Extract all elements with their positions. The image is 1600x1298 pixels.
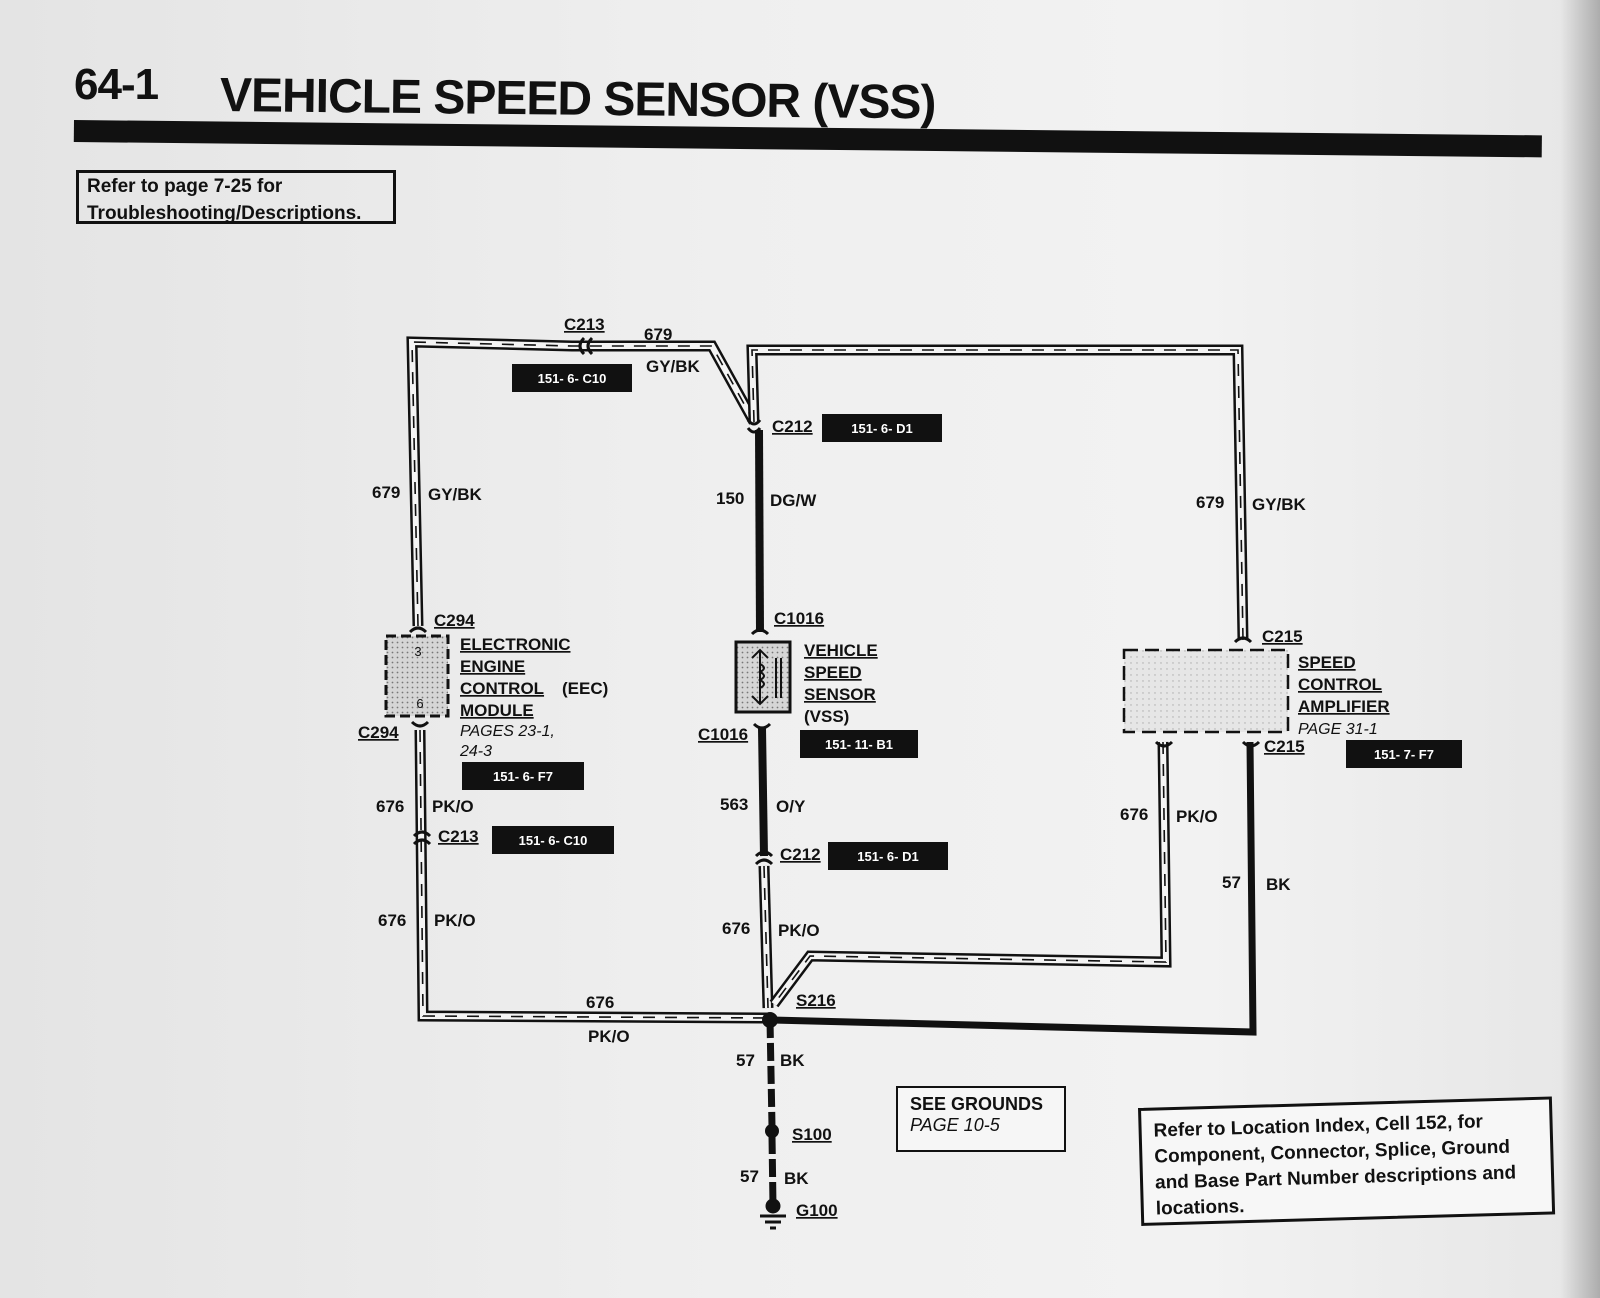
wire-676-vss [758, 865, 774, 1009]
wire-679-top-color: GY/BK [646, 357, 701, 376]
connector-c294-top: C294 [434, 611, 475, 630]
wire-679-right-loop [746, 344, 1249, 641]
c215-top-symbol [1233, 636, 1253, 644]
connector-c212-bottom: C212 [780, 845, 821, 864]
page-edge-shadow [1560, 0, 1600, 1298]
vss-label-line2: SPEED [804, 663, 862, 682]
wire-676-a-color: PK/O [432, 797, 474, 816]
tag-c212-top: 151- 6- D1 [851, 421, 912, 436]
splice-s100: S100 [792, 1125, 832, 1144]
wire-676-right-number: 676 [1120, 805, 1148, 824]
connector-c213-top: C213 [564, 315, 605, 334]
connector-c215-bottom: C215 [1264, 737, 1305, 756]
eec-label-line2: ENGINE [460, 657, 525, 676]
refer-line-2: Troubleshooting/Descriptions. [87, 203, 362, 224]
eec-label-line3: CONTROL [460, 679, 544, 698]
wire-563-oy [758, 727, 768, 857]
wire-679-left-loop [406, 336, 759, 627]
eec-label-line4: MODULE [460, 701, 534, 720]
wire-563-color: O/Y [776, 797, 806, 816]
eec-pages-line1: PAGES 23-1, [460, 723, 555, 740]
eec-module-box: 3 6 [384, 634, 450, 718]
location-index-box: Refer to Location Index, Cell 152, for C… [1138, 1096, 1556, 1226]
wire-57-bk-ground [766, 1019, 777, 1207]
wire-676-bottom-color: PK/O [588, 1027, 630, 1046]
eec-pin-3: 3 [414, 644, 421, 659]
wire-676-a-number: 676 [376, 797, 404, 816]
grounds-line-1: SEE GROUNDS [910, 1094, 1044, 1114]
wire-563-number: 563 [720, 795, 748, 814]
vss-label-line4: (VSS) [804, 707, 849, 726]
connector-c215-top: C215 [1262, 627, 1303, 646]
amp-label-line1: SPEED [1298, 653, 1356, 672]
connector-c1016-bottom: C1016 [698, 725, 748, 744]
connector-c213-bottom: C213 [438, 827, 479, 846]
connector-c1016-top: C1016 [774, 609, 824, 628]
wire-676-b-color: PK/O [434, 911, 476, 930]
wire-57-a-color: BK [780, 1051, 805, 1070]
tag-c212-bottom: 151- 6- D1 [857, 849, 918, 864]
tag-amp: 151- 7- F7 [1374, 747, 1434, 762]
wire-679-right-color: GY/BK [1252, 495, 1307, 514]
splice-s100-dot [765, 1124, 779, 1138]
tag-c213-top: 151- 6- C10 [538, 371, 607, 386]
wire-676-c-number: 676 [722, 919, 750, 938]
wire-676-c-color: PK/O [778, 921, 820, 940]
c215-bottom-symbol [1154, 740, 1261, 748]
amp-page: PAGE 31-1 [1298, 721, 1378, 738]
vss-component [734, 640, 792, 714]
see-grounds-box: SEE GROUNDS PAGE 10-5 [896, 1086, 1066, 1152]
amp-label-line2: CONTROL [1298, 675, 1382, 694]
tag-vss: 151- 11- B1 [825, 737, 893, 752]
c212-bottom-symbol [754, 850, 774, 866]
ground-g100-symbol [760, 1198, 786, 1230]
wire-679-top-number: 679 [644, 325, 672, 344]
c212-top-symbol [746, 419, 762, 434]
c1016-bottom-symbol [752, 722, 772, 730]
wire-150-color: DG/W [770, 491, 817, 510]
wire-676-eec [414, 729, 771, 1024]
wire-57-b-number: 57 [740, 1167, 759, 1186]
eec-pages-line2: 24-3 [459, 743, 492, 760]
wire-57-right-color: BK [1266, 875, 1291, 894]
tag-eec: 151- 6- F7 [493, 769, 553, 784]
amp-label-line3: AMPLIFIER [1298, 697, 1390, 716]
refer-line-1: Refer to page 7-25 for [87, 176, 283, 197]
tag-c213-bottom: 151- 6- C10 [519, 833, 588, 848]
wire-676-amp [769, 741, 1172, 1008]
splice-s216: S216 [796, 991, 836, 1010]
wire-676-b-number: 676 [378, 911, 406, 930]
wire-57-a-number: 57 [736, 1051, 755, 1070]
wire-57-b-color: BK [784, 1169, 809, 1188]
wire-676-right-color: PK/O [1176, 807, 1218, 826]
troubleshooting-reference-box: Refer to page 7-25 for Troubleshooting/D… [76, 170, 396, 224]
vss-label-line1: VEHICLE [804, 641, 878, 660]
wire-57-right-number: 57 [1222, 873, 1241, 892]
wire-679-left-number: 679 [372, 483, 400, 502]
splice-s216-dot [762, 1012, 778, 1028]
eec-label-suffix: (EEC) [562, 679, 608, 698]
eec-label-line1: ELECTRONIC [460, 635, 571, 654]
ground-g100: G100 [796, 1201, 838, 1220]
wire-676-bottom-number: 676 [586, 993, 614, 1012]
speed-control-amplifier-box [1122, 648, 1290, 734]
eec-pin-6: 6 [416, 696, 423, 711]
connector-c294-bottom: C294 [358, 723, 399, 742]
wire-679-right-number: 679 [1196, 493, 1224, 512]
c1016-top-symbol [750, 628, 770, 636]
c213-bottom-symbol [412, 830, 432, 846]
wire-57-bk-amp [771, 741, 1257, 1036]
wire-150-number: 150 [716, 489, 744, 508]
c294-top-symbol [408, 626, 428, 634]
wire-679-left-color: GY/BK [428, 485, 483, 504]
c294-bottom-symbol [410, 720, 430, 728]
wire-150-dgw [755, 429, 764, 633]
vss-label-line3: SENSOR [804, 685, 876, 704]
connector-c212-top: C212 [772, 417, 813, 436]
c213-top-symbol [578, 336, 594, 356]
grounds-line-2: PAGE 10-5 [910, 1115, 1000, 1135]
page-number: 64-1 [74, 60, 159, 109]
